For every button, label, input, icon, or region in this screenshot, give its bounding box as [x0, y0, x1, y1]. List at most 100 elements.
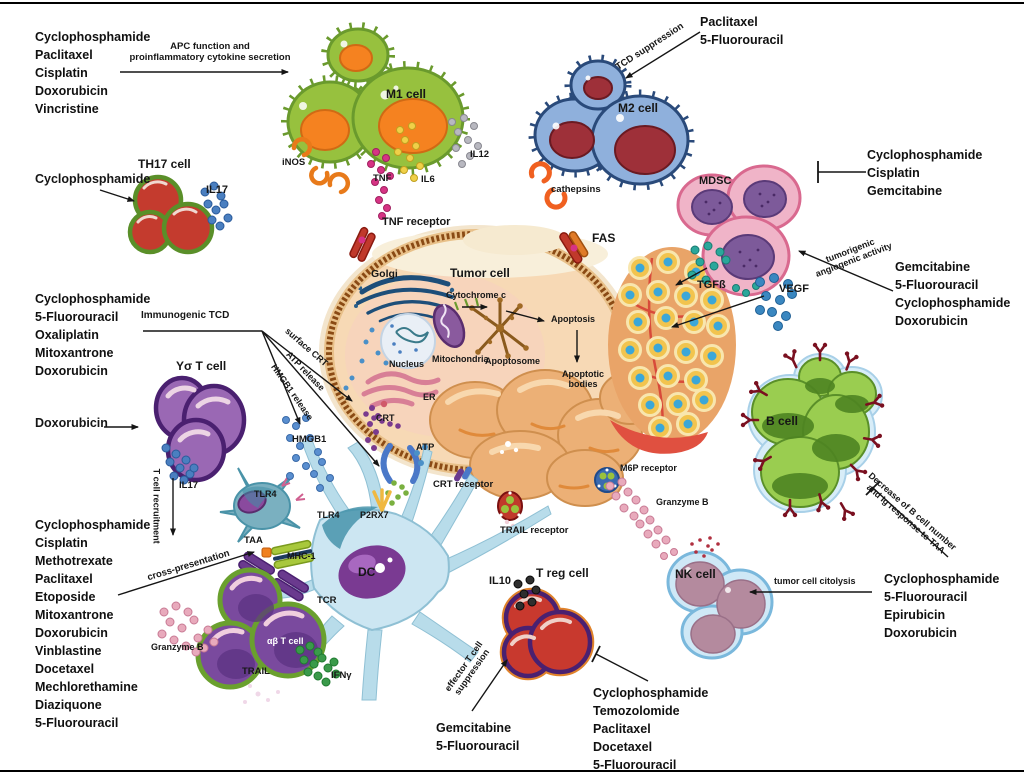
drug-list-item: 5-Fluorouracil [895, 278, 979, 292]
top-border-rule [0, 2, 1024, 4]
yo-t-cell-illustration [153, 375, 247, 485]
granzyme-specks [690, 536, 720, 558]
label-m6p-receptor: M6P receptor [620, 463, 677, 473]
il12-molecules [448, 114, 482, 168]
label-granzyme-b-right: Granzyme B [656, 497, 709, 507]
th17-cell-illustration [127, 174, 215, 255]
label-ifng: IFNγ [331, 670, 352, 681]
drug-list-item: Vinblastine [35, 644, 102, 658]
label-nucleus: Nucleus [389, 359, 425, 369]
label-ab-t-cell: αβ T cell [267, 636, 304, 646]
label-tumor-citolysis: tumor cell citolysis [774, 576, 856, 586]
drug-list-item: 5-Fluorouracil [35, 310, 119, 324]
drug-list-item: 5-Fluorouracil [436, 739, 520, 753]
label-tnf-receptor: TNF receptor [382, 216, 451, 228]
drug-list-item: Oxaliplatin [35, 328, 99, 342]
label-m2-cell: M2 cell [618, 101, 659, 115]
drug-list-item: Doxorubicin [35, 364, 108, 378]
label-tlr4-small: TLR4 [254, 489, 277, 499]
drug-list-item: 5-Fluorouracil [700, 33, 784, 47]
label-t-cell-recruitment: T cell recruitment [151, 468, 162, 544]
label-atp: ATP [416, 442, 435, 453]
label-tumor-cell: Tumor cell [450, 266, 510, 280]
drug-list-item: Mechlorethamine [35, 680, 138, 694]
mdsc-cell-illustration [676, 164, 802, 297]
label-cytochrome-c: Cytochrome c [446, 290, 507, 300]
apoptotic-bodies-illustration [429, 369, 661, 507]
b-cell-illustration [740, 342, 885, 522]
label-taa: TAA [244, 535, 263, 546]
label-apoptosis: Apoptosis [551, 314, 595, 324]
cathepsins-molecules [528, 161, 568, 210]
drug-list-item: 5-Fluorouracil [35, 716, 119, 730]
drug-list-item: Vincristine [35, 102, 99, 116]
label-crt-receptor: CRT receptor [433, 479, 494, 490]
drug-list-item: Gemcitabine [895, 260, 971, 274]
label-b-cell: B cell [766, 414, 799, 428]
label-il17-left: IL17 [179, 480, 199, 491]
drug-list-item: Paclitaxel [700, 15, 758, 29]
drug-list-item: Cyclophosphamide [593, 686, 709, 700]
drug-list-item: Cyclophosphamide [884, 572, 1000, 586]
drug-list-item: Mitoxantrone [35, 608, 114, 622]
granzyme-b-molecules-right [605, 477, 678, 560]
drug-list-item: 5-Fluorouracil [884, 590, 968, 604]
label-il17-top: IL17 [206, 184, 229, 196]
drug-list-item: Docetaxel [593, 740, 653, 754]
label-immunogenic-tcd: Immunogenic TCD [141, 310, 230, 321]
vegf-molecules [755, 273, 797, 331]
drug-list-item: Cyclophosphamide [35, 518, 151, 532]
label-apoptosome: Apoptosome [485, 356, 540, 366]
drug-list-item: Paclitaxel [35, 48, 93, 62]
il6-molecules [394, 122, 424, 182]
drug-list-item: Cisplatin [867, 166, 920, 180]
drug-list-item: Paclitaxel [35, 572, 93, 586]
label-apoptotic-bodies: Apoptotic bodies [562, 369, 604, 390]
label-yo-t-cell: Yσ T cell [176, 359, 227, 373]
label-il6: IL6 [421, 174, 435, 185]
bottom-border-rule [0, 770, 1024, 772]
label-trail-receptor: TRAIL receptor [500, 525, 569, 536]
crt-receptor-shape [454, 466, 472, 482]
label-golgi: Golgi [371, 268, 398, 280]
label-tgfb: TGFß [697, 279, 726, 291]
label-mhc1: MHC-1 [287, 551, 316, 561]
drug-list-top-right: Paclitaxel 5-Fluorouracil [700, 13, 783, 49]
label-cyclophosphamide-th17: Cyclophosphamide [35, 172, 151, 186]
label-crt: CRT [376, 413, 395, 423]
m2-cell-illustration [528, 54, 695, 191]
connector-arrows [99, 31, 949, 712]
tumor-vasculature-illustration [608, 247, 736, 454]
label-granzyme-b-left: Granzyme B [151, 642, 204, 652]
granzyme-b-molecules-left [157, 601, 219, 657]
ab-t-cell-illustration [195, 551, 327, 704]
label-mitochondria: Mitochondria [432, 354, 489, 364]
label-tnf: TNF [373, 173, 392, 184]
drug-list-item: Mitoxantrone [35, 346, 114, 360]
label-m1-cell: M1 cell [386, 87, 427, 101]
label-er: ER [423, 392, 436, 402]
drug-list-item: Doxorubicin [884, 626, 957, 640]
label-mdsc: MDSC [699, 175, 732, 187]
drug-list-item: Cyclophosphamide [35, 30, 151, 44]
drug-list-item: Cyclophosphamide [35, 292, 151, 306]
drug-list-item: Diaziquone [35, 698, 102, 712]
nk-cell-illustration [666, 550, 774, 660]
drug-list-item: Cisplatin [35, 66, 88, 80]
drug-list-item: Paclitaxel [593, 722, 651, 736]
drug-list-item: Doxorubicin [35, 84, 108, 98]
label-fas: FAS [592, 231, 616, 245]
label-tlr4-main: TLR4 [317, 510, 340, 520]
label-apc-function: APC function and proinflammatory cytokin… [129, 41, 291, 63]
label-trail: TRAIL [242, 666, 270, 677]
label-inos: iNOS [282, 157, 306, 168]
ifng-molecules [295, 641, 341, 687]
drug-list-item: Cisplatin [35, 536, 88, 550]
